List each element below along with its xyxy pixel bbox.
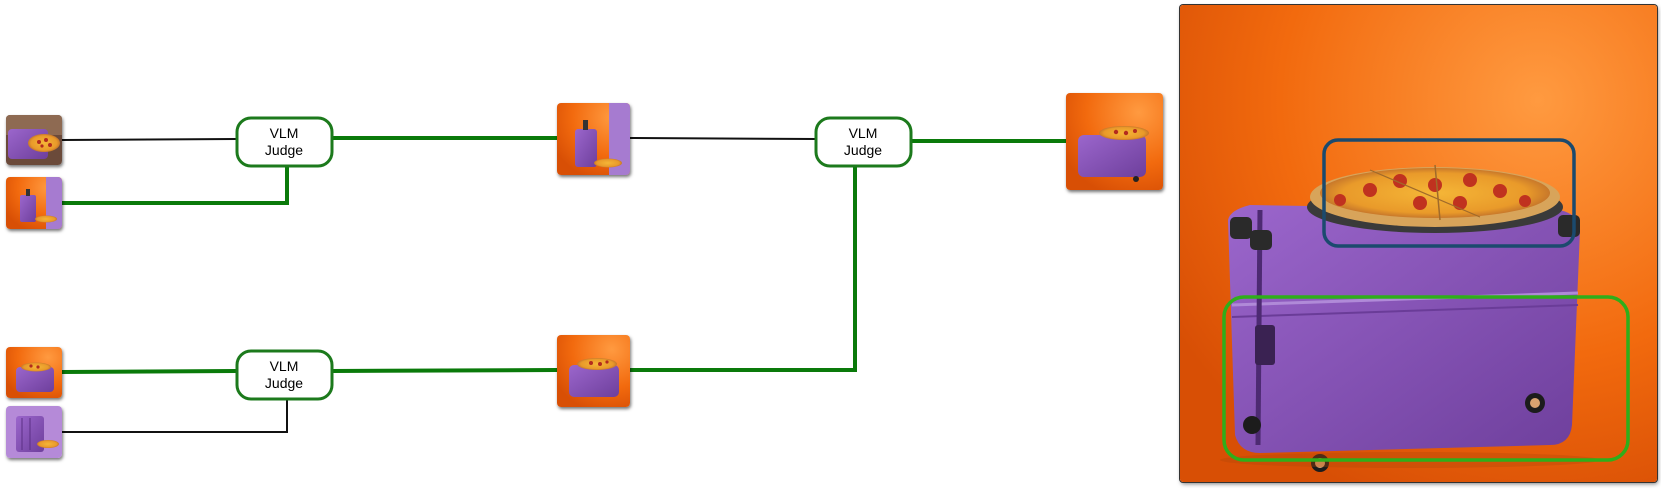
pizza-illustration: [1307, 164, 1563, 233]
judge-label-line2: Judge: [265, 142, 303, 158]
edge-winnerbottom-judge3: [630, 165, 857, 372]
judge-node-top-left: VLM Judge: [235, 116, 334, 168]
input-image-4: [6, 406, 62, 458]
judge-label-line1: VLM: [270, 125, 299, 141]
input-image-3: [6, 347, 62, 398]
judge-label-line2: Judge: [265, 375, 303, 391]
judge-label-line1: VLM: [270, 358, 299, 374]
edge-input4-judge2: [62, 397, 288, 433]
edge-input3-judge2: [61, 369, 237, 374]
suitcase-illustration: [1220, 205, 1600, 472]
input-image-1: [6, 115, 62, 165]
winner-image-bottom: [557, 335, 630, 407]
pizza-bounding-box: [1322, 138, 1576, 248]
winner-image-top: [557, 103, 630, 175]
input-image-2: [6, 177, 62, 229]
suitcase-bounding-box: [1222, 295, 1630, 462]
edge-winnertop-judge3: [629, 137, 817, 140]
edge-input2-judge1: [62, 162, 289, 205]
judge-node-bottom-left: VLM Judge: [235, 349, 334, 401]
final-detail-image: [1180, 5, 1657, 482]
judge-label-line2: Judge: [844, 142, 882, 158]
judge-label-line1: VLM: [849, 125, 878, 141]
judge-node-final: VLM Judge: [814, 116, 913, 168]
edge-judge2-winnerbottom: [331, 368, 558, 373]
edge-input1-judge1: [61, 138, 237, 141]
champion-image: [1066, 93, 1163, 190]
